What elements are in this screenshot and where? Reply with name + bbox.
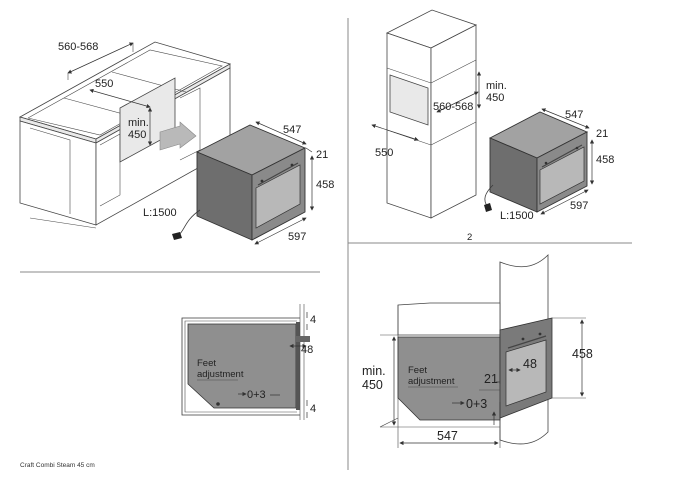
p1-dim-depth-cab: 550 — [95, 78, 113, 90]
p2-dim-min-val: 450 — [486, 92, 504, 104]
p4-dim-feet: 0+3 — [466, 397, 487, 411]
cabinet-shelf-top — [397, 302, 501, 336]
p4-dim-min-val: 450 — [362, 378, 383, 392]
p3-dim-top-gap: 4 — [310, 314, 316, 326]
p2-dim-cable: L:1500 — [500, 210, 534, 222]
p4-dim-height: 458 — [572, 347, 593, 361]
p2-dim-front: 21 — [596, 128, 608, 140]
p2-dim-depth-cab: 550 — [375, 147, 393, 159]
oven-section-body — [397, 336, 501, 421]
p2-dim-width-cab: 560-568 — [433, 101, 473, 113]
panel-2-oven: L:1500 547 21 458 597 2 — [467, 108, 614, 243]
panel-1-oven: L:1500 547 21 458 597 — [143, 121, 334, 245]
column-front — [386, 32, 432, 219]
oven-door — [255, 164, 301, 229]
p3-feet-label-1: Feet — [197, 358, 216, 369]
p4-dim-side: 48 — [523, 357, 537, 371]
insert-arrow — [159, 121, 197, 151]
page-number: 2 — [467, 232, 472, 243]
p1-dim-width-oven: 597 — [288, 231, 306, 243]
panel-base-cabinet: 560-568 550 min. 450 — [18, 41, 232, 229]
p1-dim-min-val: 450 — [128, 129, 146, 141]
oven-front-frame — [296, 322, 300, 410]
foot-icon — [216, 402, 220, 406]
p2-dim-min: min. — [486, 80, 507, 92]
panel-side-section: 4 48 4 Feet adjustment 0+3 — [181, 304, 316, 420]
p4-feet-label-2: adjustment — [408, 376, 455, 387]
footer-model: Craft Combi Steam 45 cm — [20, 462, 95, 469]
panel-3d-section: 458 48 min. 450 Feet adjustment 21 0+3 5… — [362, 254, 593, 448]
p1-dim-height: 458 — [316, 179, 334, 191]
p1-dim-front: 21 — [316, 149, 328, 161]
column-niche — [389, 74, 429, 126]
p3-dim-feet: 0+3 — [247, 389, 266, 401]
handle-profile — [296, 336, 310, 342]
p4-dim-depth: 547 — [437, 429, 458, 443]
p4-dim-min: min. — [362, 364, 386, 378]
p1-dim-min: min. — [128, 117, 149, 129]
p3-feet-label-2: adjustment — [197, 369, 244, 380]
oven-side-body — [187, 323, 297, 409]
p1-dim-width-cab: 560-568 — [58, 41, 98, 53]
p1-dim-cable: L:1500 — [143, 207, 177, 219]
p2-dim-height: 458 — [596, 154, 614, 166]
plug-icon — [172, 232, 182, 240]
panel-tall-column: min. 450 560-568 550 — [371, 9, 507, 219]
column-side — [430, 24, 477, 219]
oven-section-door — [505, 339, 547, 407]
p3-dim-side: 48 — [301, 344, 313, 356]
p4-feet-label-1: Feet — [408, 365, 427, 376]
plug-icon-2 — [484, 203, 492, 212]
p1-dim-depth-oven: 547 — [283, 124, 301, 136]
p3-dim-bottom-gap: 4 — [310, 403, 316, 415]
p4-dim-front: 21 — [484, 372, 498, 386]
p2-dim-depth-oven: 547 — [565, 109, 583, 121]
p2-dim-width-oven: 597 — [570, 200, 588, 212]
